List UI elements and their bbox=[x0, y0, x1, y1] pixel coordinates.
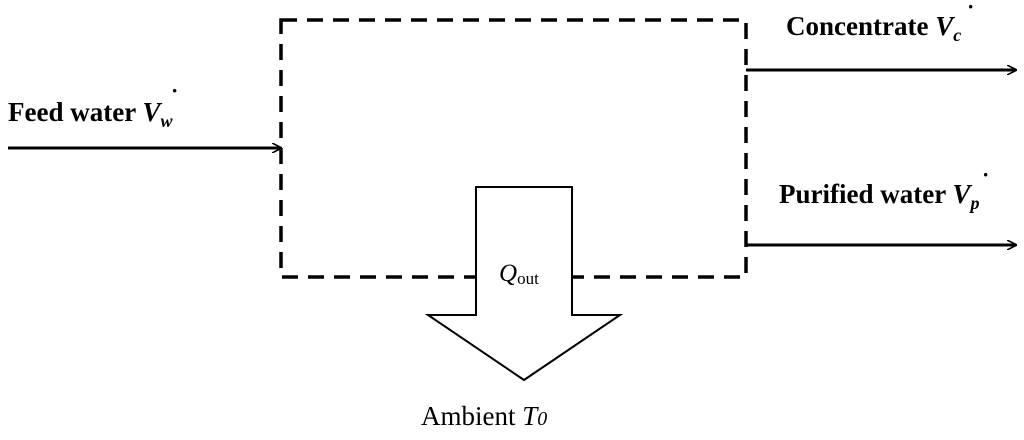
ambient-label: Ambient T0 bbox=[421, 401, 547, 431]
heat-out-label: Qout bbox=[499, 260, 539, 288]
concentrate-label: Concentrate Vc bbox=[786, 11, 961, 45]
concentrate-dot: · bbox=[967, 0, 974, 19]
feed-water-dot: · bbox=[171, 78, 178, 103]
purified-water-dot: · bbox=[982, 162, 989, 187]
feed-water-label: Feed water Vw bbox=[8, 97, 173, 131]
purified-water-label: Purified water Vp bbox=[779, 179, 979, 213]
heat-out-block-arrow bbox=[424, 186, 624, 382]
